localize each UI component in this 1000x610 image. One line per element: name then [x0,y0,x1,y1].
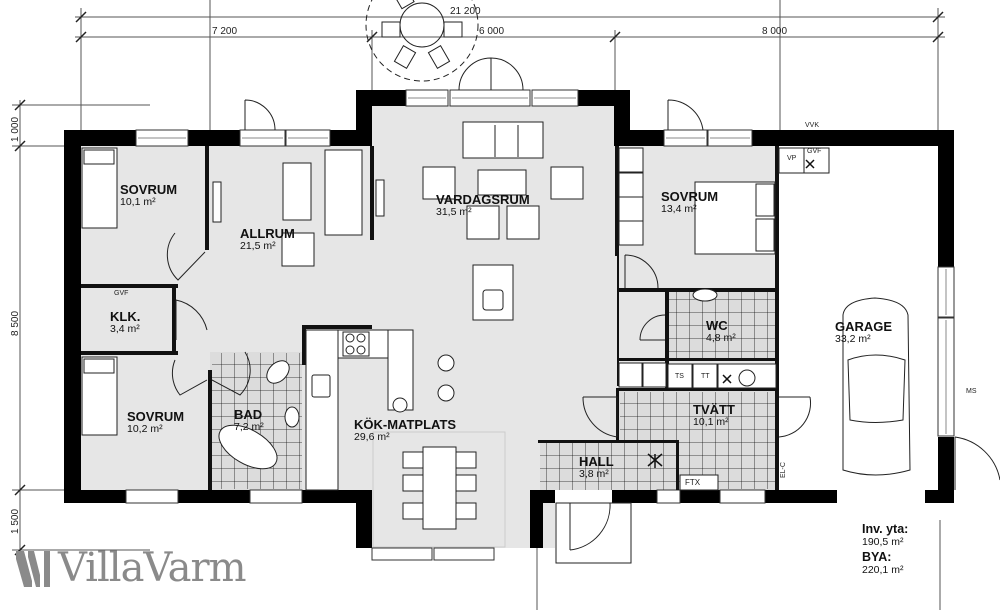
annotation-ftx: FTX [685,478,701,487]
tiled-floors [212,290,776,490]
dim-middle-segment: 6 000 [479,26,505,37]
windows [125,89,955,561]
dim-right-segment: 8 000 [762,26,788,37]
area-summary: Inv. yta: 190,5 m² BYA: 220,1 m² [862,522,908,578]
window-panes [138,97,947,434]
room-bad[interactable]: BAD 7,2 m² [234,407,264,434]
room-klk[interactable]: KLK. 3,4 m² [110,309,141,336]
bya-label: BYA: [862,550,892,564]
room-kok-matplats[interactable]: KÖK-MATPLATS 29,6 m² [354,417,457,444]
doors [166,57,1000,551]
room-hall[interactable]: HALL 3,8 m² [579,454,614,481]
outdoor-dining-set [365,0,479,82]
brand-logo: VillaVarm [58,545,247,591]
annotation-gvf-klk: GVF [114,290,129,297]
annotation-vvk: VVK [805,122,820,129]
annotation-gvf-garage: GVF [807,148,822,155]
dim-height-bottom: 1 500 [10,508,21,534]
room-allrum[interactable]: ALLRUM 21,5 m² [240,226,295,253]
room-sovrum-2[interactable]: SOVRUM 10,2 m² [127,409,185,436]
room-vardagsrum[interactable]: VARDAGSRUM 31,5 m² [436,192,530,219]
annotation-tt: TT [701,373,710,380]
dimension-lines [12,0,945,610]
dim-total-width: 21 200 [450,6,481,17]
annotation-ts: TS [675,373,684,380]
dimension-ticks [14,11,944,556]
dim-left-segment: 7 200 [212,26,238,37]
room-garage[interactable]: GARAGE 33,2 m² [835,319,893,346]
room-wc[interactable]: WC 4,8 m² [706,318,736,345]
annotation-ms: MS [966,388,977,395]
inv-value: 190,5 m² [862,536,904,548]
annotation-vp: VP [787,155,797,162]
inv-label: Inv. yta: [862,522,909,536]
furniture [81,121,911,564]
bya-value: 220,1 m² [862,564,904,576]
room-tvatt[interactable]: TVÄTT 10,1 m² [693,402,735,429]
exterior-walls [64,90,954,548]
villavarm-logo-mark-icon [16,551,50,587]
dim-height-top: 1 000 [10,116,21,142]
dim-height-main: 8 500 [10,310,21,336]
annotation-el-c: EL-C [780,462,787,478]
room-sovrum-3[interactable]: SOVRUM 13,4 m² [661,189,719,216]
fixture-marks [647,159,815,468]
room-sovrum-1[interactable]: SOVRUM 10,1 m² [120,182,178,209]
